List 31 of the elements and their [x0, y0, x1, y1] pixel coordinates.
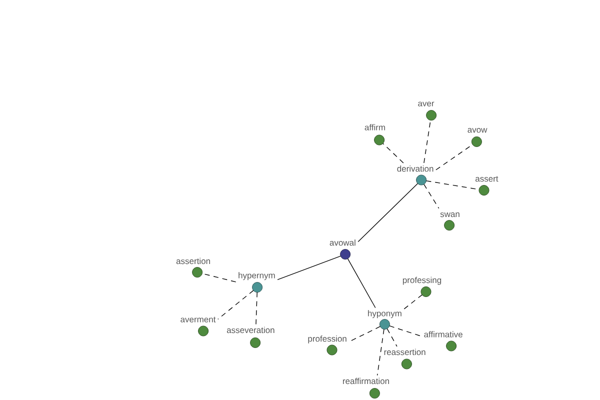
node-label: reaffirmation: [343, 378, 389, 384]
node-label: assert: [476, 176, 498, 182]
node-label: averment: [180, 316, 216, 322]
connector-line: [348, 326, 381, 342]
node-label: professing: [402, 276, 442, 285]
node-label: avowal: [330, 239, 356, 246]
connector-line: [389, 326, 422, 337]
node-label: affirm: [364, 124, 385, 130]
node-label: derivation: [397, 165, 434, 172]
connector-line: [436, 144, 473, 170]
connector-line: [376, 328, 384, 376]
connector-line: [358, 183, 418, 242]
node-label: profession: [308, 335, 346, 344]
node-label: assertion: [176, 258, 210, 264]
node-label: hypernym: [238, 272, 275, 280]
node-label: avow: [468, 128, 488, 133]
connector-line: [386, 328, 398, 347]
node-label: aver: [418, 102, 434, 106]
connector-line: [424, 120, 431, 164]
connector-line: [404, 294, 422, 310]
connector-line: [347, 258, 376, 308]
node-label: asseveration: [226, 326, 274, 334]
node-label: affirmative: [424, 331, 462, 338]
node-label: reassertion: [384, 348, 426, 356]
connector-line: [256, 292, 258, 325]
connector-line: [277, 256, 341, 280]
connector-line: [382, 143, 404, 164]
connector-line: [424, 184, 440, 209]
node-label: swan: [440, 212, 460, 218]
node-label: hyponym: [368, 310, 402, 318]
connector-line: [218, 290, 254, 320]
